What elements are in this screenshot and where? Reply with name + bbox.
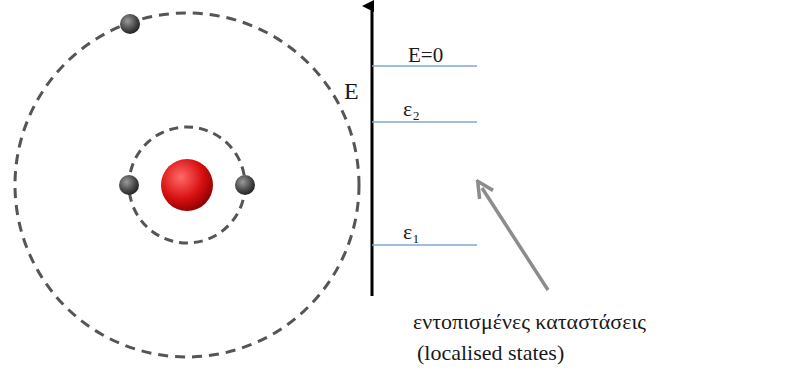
outer-orbit — [15, 13, 359, 357]
electron — [119, 175, 139, 195]
axis-label: E — [344, 78, 359, 104]
nucleus — [161, 159, 213, 211]
electron — [120, 14, 140, 34]
note-text: εντοπισμένες καταστάσεις — [413, 310, 646, 334]
energy-level — [372, 244, 477, 246]
note-text: (localised states) — [417, 341, 564, 365]
level-label: E=0 — [408, 44, 443, 67]
inner-orbit — [129, 127, 245, 243]
electron — [235, 175, 255, 195]
energy-level — [372, 121, 477, 123]
level-label: ε₂ — [403, 97, 420, 121]
pointer-arrow — [482, 188, 548, 290]
level-label: ε₁ — [403, 220, 420, 244]
energy-axis — [371, 6, 374, 296]
